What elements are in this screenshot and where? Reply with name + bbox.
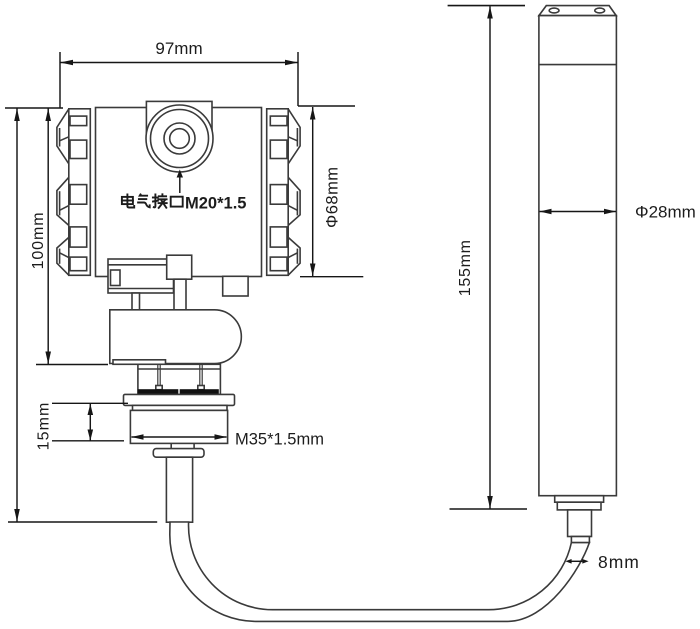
svg-text:M20*1.5: M20*1.5 [185,195,246,213]
svg-text:M35*1.5mm: M35*1.5mm [235,430,324,448]
svg-text:97mm: 97mm [155,39,202,58]
svg-text:100mm: 100mm [30,212,47,270]
svg-text:Φ28mm: Φ28mm [635,203,696,222]
svg-text:Φ68mm: Φ68mm [324,166,342,228]
svg-text:8mm: 8mm [598,552,640,572]
svg-text:155mm: 155mm [457,239,474,296]
svg-text:15mm: 15mm [36,402,53,451]
